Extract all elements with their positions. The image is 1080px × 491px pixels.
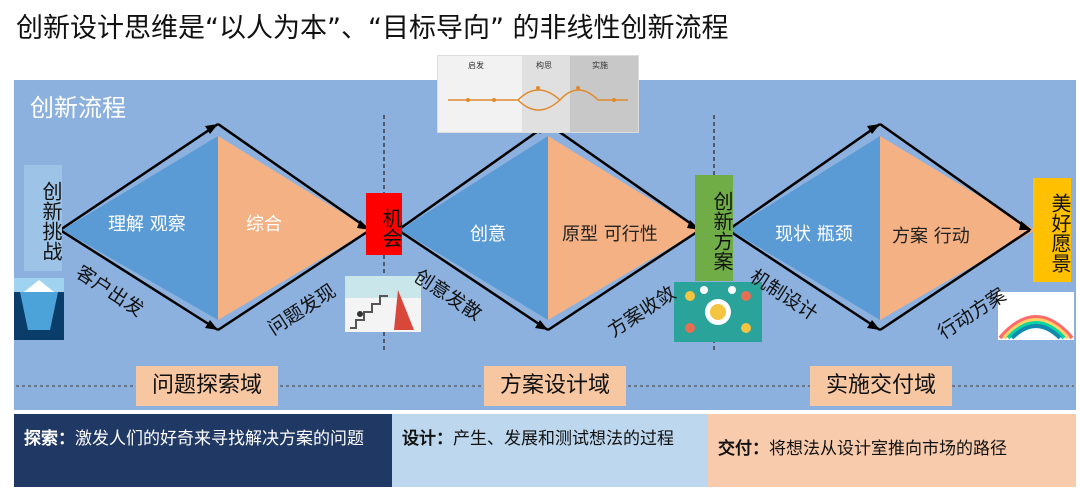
triangle-1-right [218, 136, 370, 320]
stage-solution-box: 创新方案 [695, 175, 734, 281]
triangle-3-right-label: 方案 行动 [892, 226, 970, 247]
definition-deliver: 交付：将想法从设计室推向市场的路径 [708, 414, 1076, 487]
triangle-2-right [548, 136, 700, 320]
inset-header-1: 启发 [468, 61, 484, 70]
definition-deliver-text: 将想法从设计室推向市场的路径 [769, 439, 1007, 459]
arrow-diamond-3-bottom [727, 228, 881, 332]
arrow-diamond-3-top [727, 122, 881, 232]
triangle-1-left-label: 理解 观察 [108, 214, 186, 235]
arrow-diamond-3-bottom-r [879, 228, 1031, 332]
inset-process-image: 启发 构思 实施 [437, 55, 639, 133]
triangle-3-left [730, 136, 880, 320]
arrow-diamond-2-top-r [547, 122, 701, 232]
iceberg-image [14, 278, 64, 340]
page-title: 创新设计思维是“以人为本”、“目标导向” 的非线性创新流程 [16, 13, 729, 44]
definition-design: 设计：产生、发展和测试想法的过程 [392, 414, 708, 487]
stage-solution-label: 创新方案 [710, 191, 734, 271]
stage-start-label: 创新挑战 [39, 181, 63, 261]
definition-design-text: 产生、发展和测试想法的过程 [453, 429, 674, 449]
arrow-diamond-2-bottom [397, 228, 549, 332]
rainbow-image [998, 292, 1074, 340]
triangle-2-left-label: 创意 [470, 224, 506, 245]
triangle-1-right-label: 综合 [246, 214, 282, 235]
triangle-3-right [880, 136, 1035, 320]
stage-vision-box: 美好愿景 [1033, 178, 1072, 282]
inset-header-2: 构思 [536, 61, 552, 70]
arrow-diamond-1-top-r [217, 122, 371, 232]
triangle-1-left [62, 136, 218, 320]
inset-header-3: 实施 [592, 61, 608, 70]
triangle-2-left [400, 136, 548, 320]
definition-deliver-key: 交付： [718, 439, 769, 459]
arrow-diamond-1-bottom-r [217, 228, 371, 332]
stairs-image [345, 276, 421, 332]
arrow-diamond-1-top [59, 122, 219, 232]
arrow-diamond-3-top-r [879, 122, 1031, 232]
arrow-diamond-2-top [397, 122, 549, 232]
definition-explore-text: 激发人们的好奇来寻找解决方案的问题 [75, 429, 364, 449]
domain-solution-design: 方案设计域 [484, 366, 627, 406]
triangle-2-right-label: 原型 可行性 [562, 224, 658, 245]
definition-design-key: 设计： [402, 429, 453, 449]
stage-vision-label: 美好愿景 [1048, 193, 1072, 273]
arrow-diamond-1-bottom [59, 228, 219, 332]
triangle-3-left-label: 现状 瓶颈 [775, 224, 853, 245]
stage-opportunity-label: 机会 [379, 208, 403, 248]
stage-opportunity-box: 机会 [366, 193, 403, 255]
definition-explore-key: 探索： [24, 429, 75, 449]
arrow-diamond-2-bottom-r [547, 228, 701, 332]
definition-explore: 探索：激发人们的好奇来寻找解决方案的问题 [14, 414, 392, 487]
domain-problem-exploration: 问题探索域 [136, 366, 279, 406]
ideas-image [674, 282, 762, 342]
panel-title: 创新流程 [30, 94, 126, 122]
stage-start-box: 创新挑战 [24, 165, 63, 271]
domain-implementation-delivery: 实施交付域 [810, 366, 953, 406]
